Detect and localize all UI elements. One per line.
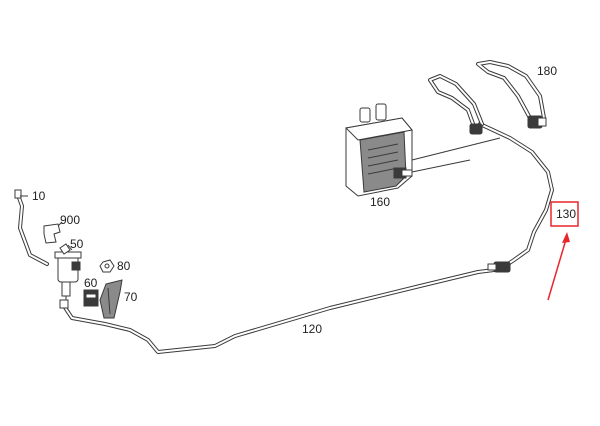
highlight-arrow bbox=[547, 235, 568, 301]
connector-part-60[interactable] bbox=[83, 289, 99, 307]
canister-part-160[interactable] bbox=[344, 103, 413, 197]
highlight-box bbox=[550, 201, 579, 227]
label-120: 120 bbox=[302, 322, 322, 336]
label-50: 50 bbox=[70, 237, 84, 251]
nut-part-80[interactable] bbox=[99, 259, 115, 273]
leader-900 bbox=[57, 221, 63, 227]
label-70: 70 bbox=[124, 290, 138, 304]
highlight-130: 130 bbox=[547, 201, 579, 301]
leader-160-a bbox=[411, 137, 501, 161]
leader-160-b bbox=[411, 159, 471, 173]
arrow-head bbox=[562, 232, 570, 243]
leader-50 bbox=[67, 244, 73, 251]
fuel-line-part-120[interactable] bbox=[59, 268, 496, 354]
hose-part-10[interactable] bbox=[14, 189, 49, 266]
label-180: 180 bbox=[537, 64, 557, 78]
fuel-line-part-130[interactable] bbox=[478, 122, 554, 273]
bracket-part-70[interactable] bbox=[99, 279, 123, 319]
label-130: 130 bbox=[556, 207, 576, 221]
label-60: 60 bbox=[84, 276, 98, 290]
valve-part-50[interactable] bbox=[54, 243, 82, 304]
label-10: 10 bbox=[32, 189, 46, 203]
label-80: 80 bbox=[117, 259, 131, 273]
label-160: 160 bbox=[370, 195, 390, 209]
hose-part-180[interactable] bbox=[428, 60, 547, 135]
bracket-part-900[interactable] bbox=[43, 223, 61, 244]
label-900: 900 bbox=[60, 213, 80, 227]
